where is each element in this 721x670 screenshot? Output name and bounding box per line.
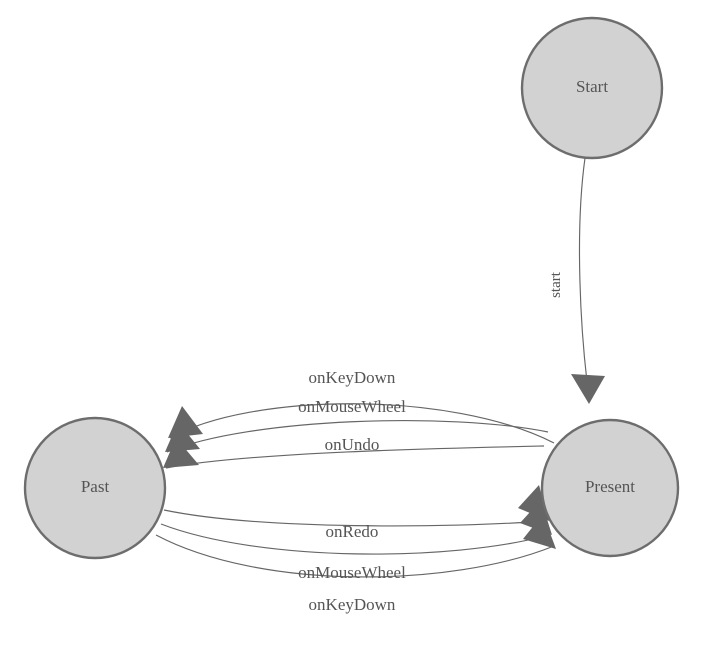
node-present-circle[interactable]	[540, 418, 680, 558]
edge-past-to-present-onmousewheel[interactable]	[160, 523, 550, 555]
node-past-label: Past	[81, 477, 110, 496]
edge-labels-group: start onKeyDown onMouseWheel onUndo onRe…	[298, 271, 564, 614]
arrowhead-into-present-from-start	[571, 374, 605, 404]
edge-present-to-past-onundo[interactable]	[165, 445, 545, 469]
edge-past-to-present-onredo[interactable]	[163, 509, 547, 527]
node-present-label: Present	[585, 477, 635, 496]
edge-start-to-present[interactable]	[578, 157, 590, 399]
node-start-circle[interactable]	[520, 16, 664, 160]
edge-label-past-to-present-onmousewheel: onMouseWheel	[298, 563, 406, 582]
edge-present-to-past-onkeydown[interactable]	[169, 403, 555, 444]
node-present[interactable]: Present	[540, 418, 680, 558]
arrowhead-into-past-undo	[163, 438, 199, 468]
node-start[interactable]: Start	[520, 16, 664, 160]
edge-past-to-present-onkeydown[interactable]	[155, 534, 555, 578]
edge-present-to-past-onmousewheel[interactable]	[166, 420, 549, 453]
edge-label-past-to-present-onkeydown: onKeyDown	[309, 595, 396, 614]
arrowhead-into-present-keydown	[523, 514, 556, 549]
node-past[interactable]: Past	[23, 416, 167, 560]
edge-label-past-to-present-onredo: onRedo	[326, 522, 379, 541]
node-past-circle[interactable]	[23, 416, 167, 560]
edge-label-present-to-past-onmousewheel: onMouseWheel	[298, 397, 406, 416]
edge-label-present-to-past-onundo: onUndo	[325, 435, 380, 454]
edge-label-start: start	[548, 271, 564, 298]
edges-group	[155, 157, 590, 578]
edge-label-present-to-past-onkeydown: onKeyDown	[309, 368, 396, 387]
arrowheads-group	[163, 374, 605, 549]
node-start-label: Start	[576, 77, 608, 96]
